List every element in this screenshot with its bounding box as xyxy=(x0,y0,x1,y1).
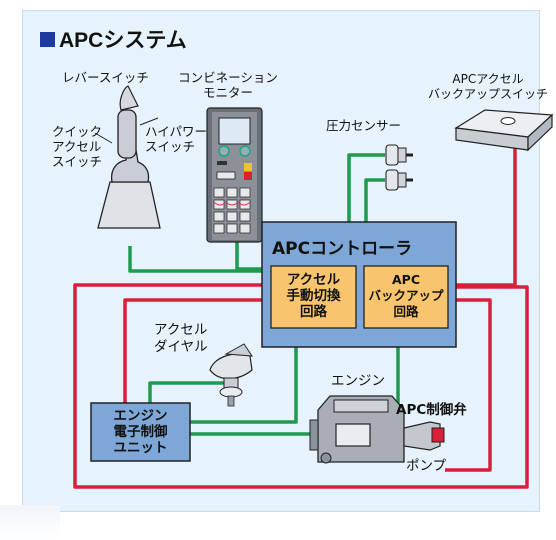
wire-circuit-left-to-pump xyxy=(73,283,529,489)
ecu-box xyxy=(90,402,191,462)
label-quick-accel-switch: クイック アクセル スイッチ xyxy=(52,124,103,169)
wire-dial-to-ecu xyxy=(148,381,231,403)
green-wires xyxy=(128,153,400,436)
accel-dial-illustration xyxy=(209,343,253,407)
circuit-accel-manual-label: アクセル 手動切換 回路 xyxy=(286,272,341,320)
lever-switch-illustration xyxy=(94,85,161,229)
pressure-sensor-2-icon xyxy=(385,169,413,191)
label-pump: ポンプ xyxy=(406,458,447,474)
circuit-apc-backup-box xyxy=(363,265,449,329)
label-accel-dial: アクセル ダイヤル xyxy=(154,322,208,355)
engine-illustration xyxy=(309,395,445,464)
label-pressure-sensor: 圧力センサー xyxy=(326,118,402,133)
label-engine: エンジン xyxy=(331,373,385,389)
ecu-label: エンジン 電子制御 ユニット xyxy=(113,408,168,456)
backup-switch-illustration xyxy=(454,109,554,152)
controller-title: APCコントローラ xyxy=(272,239,413,259)
circuit-accel-manual-box xyxy=(270,265,357,329)
wire-lever-to-controller xyxy=(128,246,280,273)
gauge-right-icon xyxy=(239,145,251,157)
combination-monitor-illustration xyxy=(206,107,263,243)
wire-monitor-to-controller xyxy=(235,241,265,271)
wire-backup-to-switch xyxy=(455,145,517,287)
pressure-sensor-1-icon xyxy=(385,144,413,166)
wire-backup-to-pump xyxy=(445,298,492,472)
circuit-apc-backup-label: APC バックアップ 回路 xyxy=(368,272,444,319)
corner-fade xyxy=(0,505,60,540)
title-square-icon xyxy=(40,31,55,47)
label-apc-control-valve: APC制御弁 xyxy=(396,402,467,418)
label-combination-monitor: コンビネーション モニター xyxy=(178,70,278,100)
label-high-power-switch: ハイパワー スイッチ xyxy=(145,124,208,154)
red-wires xyxy=(73,145,529,489)
wire-sensor1-to-controller xyxy=(347,153,385,222)
label-lever-switch: レバースイッチ xyxy=(62,70,149,85)
title-text: APCシステム xyxy=(59,29,187,52)
wire-controller-to-engine xyxy=(190,347,298,424)
gauge-left-icon xyxy=(218,145,230,157)
wire-sensor2-to-controller xyxy=(364,178,385,222)
label-apc-accel-backup-switch: APCアクセル バックアップスイッチ xyxy=(427,72,548,101)
wire-circuit-left-to-ecu xyxy=(123,298,270,410)
diagram-title: APCシステム xyxy=(40,24,187,54)
